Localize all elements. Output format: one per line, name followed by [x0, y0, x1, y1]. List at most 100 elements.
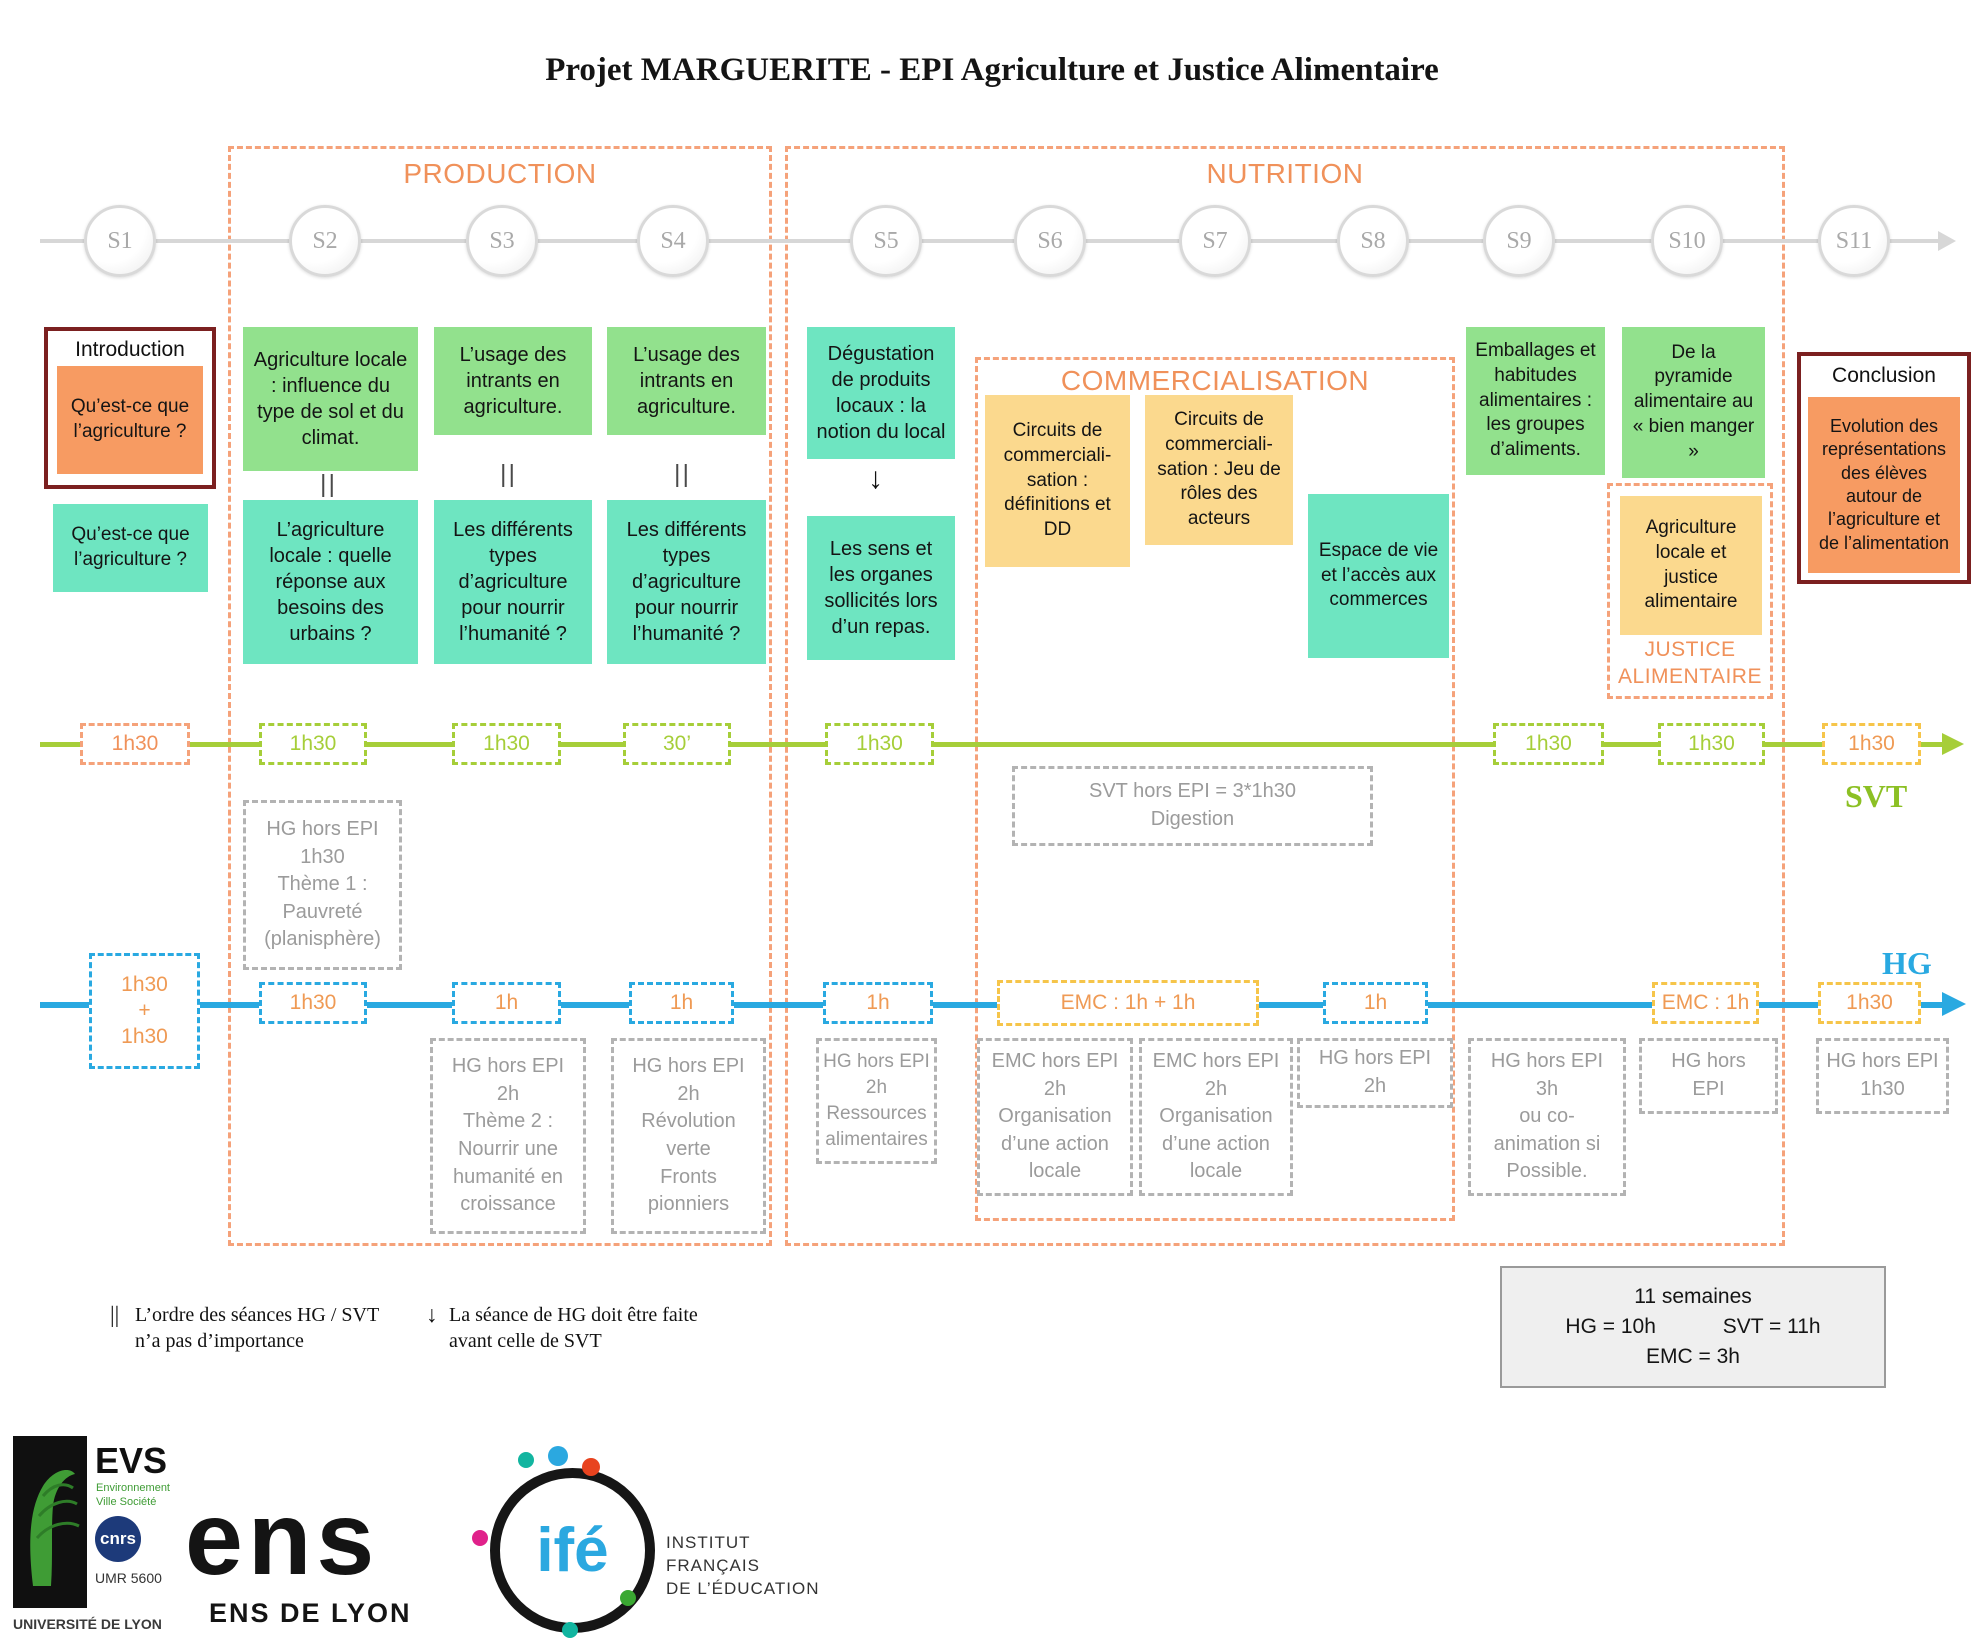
card-s4-bottom: Les différents types d’agriculture pour …: [607, 500, 766, 664]
umr-label: UMR 5600: [95, 1570, 162, 1586]
hg-duration-emc2: EMC : 1h: [1652, 982, 1759, 1024]
order-connector-icon: ||: [110, 1302, 120, 1327]
svt-duration-s3: 1h30: [452, 723, 561, 765]
commercialisation-label: COMMERCIALISATION: [1060, 365, 1370, 396]
hg-theme1-box: HG hors EPI 1h30 Thème 1 : Pauvreté (pla…: [243, 800, 402, 970]
emc-hors-box-2: EMC hors EPI 2h Organisation d’une actio…: [1139, 1038, 1293, 1196]
card-commerce-definitions: Circuits de commerciali-sation : définit…: [985, 395, 1130, 567]
ife-dot-red-icon: [582, 1458, 600, 1476]
commercialisation-frame: [975, 357, 1455, 1221]
session-s1: S1: [84, 205, 156, 277]
ife-dot-magenta-icon: [472, 1530, 488, 1546]
session-timeline: [40, 239, 1938, 243]
card-espace: Espace de vie et l’accès aux commerces: [1308, 494, 1449, 658]
hours-summary-box: 11 semaines HG = 10h SVT = 11h EMC = 3h: [1500, 1266, 1886, 1388]
svt-duration-s2: 1h30: [259, 723, 367, 765]
session-s11: S11: [1818, 205, 1890, 277]
ife-wordmark: ifé: [490, 1468, 655, 1633]
ens-logo: ens ENS DE LYON: [185, 1481, 465, 1638]
hg-duration-intro: 1h30 + 1h30: [89, 953, 200, 1069]
card-s10-top: De la pyramide alimentaire au « bien man…: [1622, 327, 1765, 478]
session-s10: S10: [1651, 205, 1723, 277]
hg-duration-s3: 1h: [452, 982, 561, 1024]
hg-hors-s3-box: HG hors EPI 2h Thème 2 : Nourrir une hum…: [430, 1038, 586, 1234]
hg-duration-s8: 1h: [1323, 982, 1428, 1024]
down-arrow-icon: ↓: [426, 1302, 438, 1327]
session-s6: S6: [1014, 205, 1086, 277]
page-title: Projet MARGUERITE - EPI Agriculture et J…: [545, 52, 1439, 88]
hg-duration-s5: 1h: [823, 982, 933, 1024]
summary-hg: HG = 10h: [1565, 1315, 1656, 1338]
justice-frame: [1607, 483, 1773, 699]
hg-duration-s11: 1h30: [1818, 982, 1921, 1024]
ife-dot-blue-icon: [548, 1446, 568, 1466]
svt-duration-s9: 1h30: [1493, 723, 1604, 765]
card-s3-bottom: Les différents types d’agriculture pour …: [434, 500, 592, 664]
legend-order-text: L’ordre des séances HG / SVT n’a pas d’i…: [135, 1304, 380, 1352]
hg-hors-s10-box: HG hors EPI: [1639, 1038, 1778, 1114]
evs-subtitle: Environnement Ville Société: [96, 1482, 170, 1508]
hg-duration-s2: 1h30: [259, 982, 367, 1024]
card-s5-bottom: Les sens et les organes sollicités lors …: [807, 516, 955, 660]
session-s5: S5: [850, 205, 922, 277]
card-commerce-jeu: Circuits de commerciali-sation : Jeu de …: [1145, 395, 1293, 545]
svt-duration-s4: 30’: [623, 723, 731, 765]
universite-lyon-label: UNIVERSITÉ DE LYON: [13, 1616, 162, 1632]
summary-emc: EMC = 3h: [1646, 1345, 1740, 1368]
nutrition-label: NUTRITION: [1206, 158, 1364, 189]
hg-duration-emc: EMC : 1h + 1h: [997, 980, 1259, 1026]
hg-duration-s4: 1h: [629, 982, 734, 1024]
svt-timeline: [40, 742, 1945, 747]
session-s4: S4: [637, 205, 709, 277]
svt-duration-s5: 1h30: [825, 723, 934, 765]
card-s2-top: Agriculture locale : influence du type d…: [243, 327, 418, 471]
summary-weeks: 11 semaines: [1634, 1285, 1752, 1308]
production-label: PRODUCTION: [403, 158, 597, 189]
session-s2: S2: [289, 205, 361, 277]
ife-logo: ifé INSTITUT FRANÇAIS DE L’ÉDUCATION: [470, 1446, 870, 1650]
hg-hors-s8-box: HG hors EPI 2h: [1297, 1038, 1453, 1108]
svt-label: SVT: [1845, 778, 1908, 814]
conclusion-label: Conclusion: [1832, 364, 1936, 387]
ife-dot-green-icon: [620, 1590, 636, 1606]
session-s9: S9: [1483, 205, 1555, 277]
session-s7: S7: [1179, 205, 1251, 277]
hg-hors-s5-box: HG hors EPI 2h Ressources alimentaires: [816, 1038, 937, 1164]
ife-label: INSTITUT FRANÇAIS DE L’ÉDUCATION: [666, 1533, 820, 1598]
session-s3: S3: [466, 205, 538, 277]
card-s3-top: L’usage des intrants en agriculture.: [434, 327, 592, 435]
card-s5-top: Dégustation de produits locaux : la noti…: [807, 327, 955, 459]
ens-de-lyon-label: ENS DE LYON: [209, 1598, 412, 1628]
ife-dot-teal-icon: [518, 1452, 534, 1468]
nutrition-frame: [785, 146, 1785, 1246]
cnrs-logo: cnrs: [95, 1516, 141, 1562]
hg-hors-s4-box: HG hors EPI 2h Révolution verte Fronts p…: [611, 1038, 766, 1234]
down-arrow-icon: ↓: [868, 462, 885, 495]
production-frame: [228, 146, 772, 1246]
introduction-label: Introduction: [75, 338, 185, 361]
card-justice: Agriculture locale et justice alimentair…: [1620, 496, 1762, 635]
conclusion-card: Evolution des représentations des élèves…: [1808, 397, 1960, 573]
svt-duration-intro: 1h30: [80, 723, 190, 765]
justice-label: JUSTICE ALIMENTAIRE: [1618, 638, 1762, 689]
emc-hors-box-1: EMC hors EPI 2h Organisation d’une actio…: [977, 1038, 1133, 1196]
evs-tree-icon: [13, 1436, 87, 1608]
intro-question2-card: Qu’est-ce que l’agriculture ?: [53, 504, 208, 592]
summary-svt: SVT = 11h: [1722, 1315, 1821, 1338]
svt-arrow-icon: [1942, 733, 1964, 755]
card-s9-top: Emballages et habitudes alimentaires : l…: [1466, 327, 1605, 475]
timeline-arrow-icon: [1938, 231, 1956, 251]
legend-arrow-text: La séance de HG doit être faite avant ce…: [449, 1304, 698, 1352]
evs-logo: EVS Environnement Ville Société cnrs UMR…: [13, 1436, 193, 1646]
hg-hors-s11-box: HG hors EPI 1h30: [1816, 1038, 1949, 1114]
ens-wordmark: ens: [185, 1481, 380, 1597]
order-connector-icon: ||: [674, 460, 691, 488]
evs-wordmark: EVS: [95, 1440, 168, 1481]
intro-question-card: Qu’est-ce que l’agriculture ?: [57, 366, 203, 474]
ife-dot-teal2-icon: [562, 1622, 578, 1638]
card-s2-bottom: L’agriculture locale : quelle réponse au…: [243, 500, 418, 664]
card-s4-top: L’usage des intrants en agriculture.: [607, 327, 766, 435]
svt-duration-s10: 1h30: [1658, 723, 1765, 765]
order-connector-icon: ||: [500, 460, 517, 488]
